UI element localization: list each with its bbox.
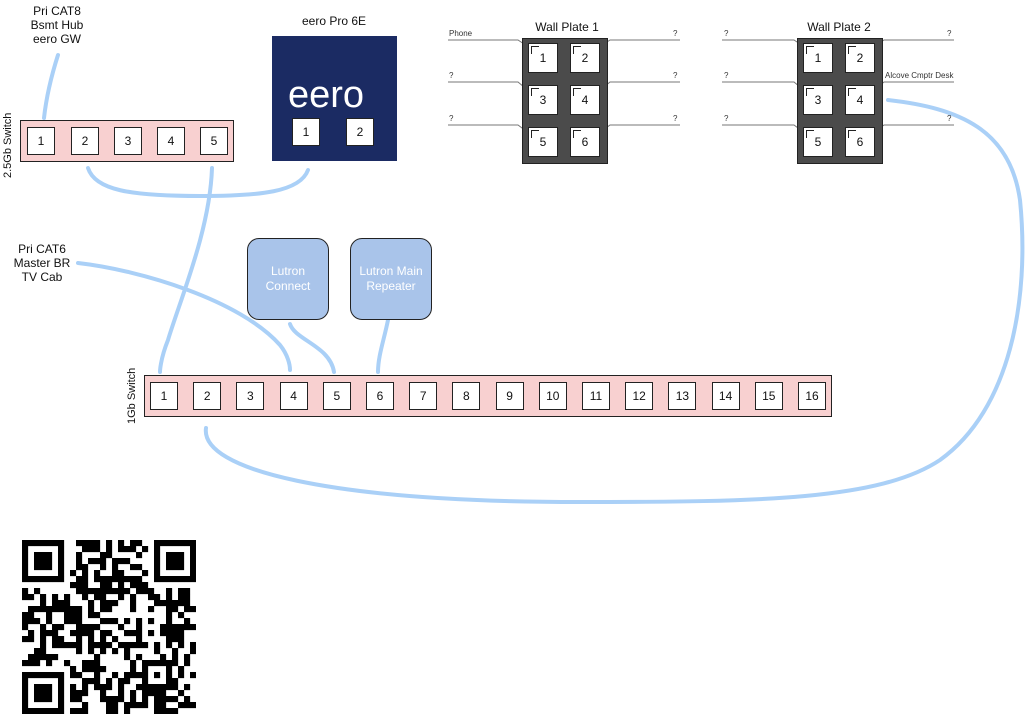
switch-1-port-15[interactable]: 15	[754, 382, 783, 410]
switch-2-5-label: 2.5Gb Switch	[2, 112, 14, 178]
lutron-connect: Lutron Connect	[247, 238, 329, 320]
cable-lutron-repeater-to-switch1-port6	[376, 318, 390, 374]
switch-1-port-9[interactable]: 9	[495, 382, 524, 410]
cat6-line-3: TV Cab	[21, 270, 63, 284]
cat8-label: Pri CAT8 Bsmt Hub eero GW	[22, 4, 92, 46]
cable-cat6-to-switch1-port4	[76, 261, 292, 372]
wall-plate-1-jack-2[interactable]: 2	[570, 43, 600, 73]
wp1-annotation-right-3: ?	[673, 114, 678, 123]
wp2-annotation-left-2: ?	[724, 71, 729, 80]
switch-1-port-13[interactable]: 13	[668, 382, 697, 410]
switch-1-port-10[interactable]: 10	[538, 382, 567, 410]
wall-plate-1-jack-6[interactable]: 6	[570, 127, 600, 157]
wp2-line-left-2	[722, 81, 807, 93]
switch-1-port-4[interactable]: 4	[279, 382, 308, 410]
wp2-line-left-3	[722, 124, 807, 135]
cable-cat8-to-switch25-port1	[42, 53, 60, 120]
switch-1-port-5[interactable]: 5	[322, 382, 351, 410]
lutron-main-repeater: Lutron Main Repeater	[350, 238, 432, 320]
cable-lutron-connect-to-switch1-port5	[288, 322, 336, 374]
qr-code	[22, 540, 196, 714]
wall-plate-1: 1 2 3 4 5 6	[522, 38, 608, 164]
wall-plate-1-jack-5[interactable]: 5	[528, 127, 558, 157]
cat6-line-1: Pri CAT6	[18, 242, 66, 256]
switch-1-port-14[interactable]: 14	[711, 382, 740, 410]
wp1-line-right-1	[597, 39, 680, 49]
cable-switch25-port2-to-eero-port1	[86, 166, 310, 199]
switch-1-port-3[interactable]: 3	[236, 382, 265, 410]
switch-2-5: 1 2 3 4 5	[20, 120, 234, 162]
lutron-repeater-line-1: Lutron Main	[359, 264, 423, 278]
wp2-line-right-3	[871, 124, 954, 135]
wp1-line-right-2	[597, 81, 680, 93]
wp1-annotation-left-3: ?	[449, 114, 454, 123]
switch-1-label: 1Gb Switch	[126, 367, 138, 424]
wp2-annotation-right-3: ?	[947, 114, 952, 123]
wp2-annotation-left-3: ?	[724, 114, 729, 123]
cat6-line-2: Master BR	[13, 256, 71, 270]
switch-2-5-port-2[interactable]: 2	[71, 127, 99, 155]
switch-1-port-7[interactable]: 7	[409, 382, 438, 410]
switch-2-5-port-4[interactable]: 4	[157, 127, 185, 155]
wp1-annotation-right-1: ?	[673, 29, 678, 38]
switch-1-port-16[interactable]: 16	[798, 382, 826, 410]
switch-2-5-port-1[interactable]: 1	[27, 127, 55, 155]
lutron-connect-line-2: Connect	[265, 279, 311, 293]
eero-logo: eero	[288, 74, 365, 116]
wall-plate-2-jack-3[interactable]: 3	[803, 85, 833, 115]
wp1-line-right-3	[597, 124, 680, 135]
lutron-repeater-line-2: Repeater	[366, 279, 416, 293]
switch-1-port-11[interactable]: 11	[582, 382, 610, 410]
wp2-annotation-left-1: ?	[724, 29, 729, 38]
cable-switch25-port5-to-switch1-port1	[158, 166, 214, 374]
wp1-annotation-left-2: ?	[449, 71, 454, 80]
cat6-label: Pri CAT6 Master BR TV Cab	[4, 242, 80, 284]
switch-1-port-12[interactable]: 12	[625, 382, 654, 410]
wp2-annotation-right-2: Alcove Cmptr Desk	[885, 71, 954, 80]
switch-2-5-port-3[interactable]: 3	[114, 127, 142, 155]
wall-plate-2-title: Wall Plate 2	[807, 20, 871, 34]
switch-2-5-port-5[interactable]: 5	[200, 127, 228, 155]
wall-plate-2-jack-6[interactable]: 6	[845, 127, 875, 157]
cat8-line-3: eero GW	[32, 32, 81, 46]
cat8-line-1: Pri CAT8	[33, 4, 81, 18]
eero-router: eero 1 2	[272, 36, 397, 161]
wp2-line-right-1	[871, 39, 954, 49]
wall-plate-2: 1 2 3 4 5 6	[797, 38, 883, 164]
wall-plate-1-jack-3[interactable]: 3	[528, 85, 558, 115]
wp1-annotation-left-1: Phone	[449, 29, 473, 38]
lutron-connect-line-1: Lutron	[270, 264, 305, 278]
wall-plate-2-jack-4[interactable]: 4	[845, 85, 875, 115]
wall-plate-2-jack-2[interactable]: 2	[845, 43, 875, 73]
eero-title: eero Pro 6E	[301, 14, 367, 28]
cable-switch1-port2-to-wallplate2-jack4	[203, 98, 1025, 505]
switch-1-port-8[interactable]: 8	[452, 382, 481, 410]
wp1-line-left-1	[448, 39, 531, 49]
wall-plate-2-jack-5[interactable]: 5	[803, 127, 833, 157]
wall-plate-1-title: Wall Plate 1	[535, 20, 599, 34]
wp1-line-left-3	[448, 124, 531, 135]
cat8-line-2: Bsmt Hub	[30, 18, 84, 32]
eero-port-1[interactable]: 1	[292, 118, 320, 146]
switch-1-port-1[interactable]: 1	[150, 382, 178, 410]
wall-plate-1-jack-1[interactable]: 1	[528, 43, 558, 73]
eero-port-2[interactable]: 2	[346, 118, 374, 146]
wp2-annotation-right-1: ?	[947, 29, 952, 38]
wp1-line-left-2	[448, 81, 531, 93]
switch-1-port-6[interactable]: 6	[366, 382, 394, 410]
wp2-line-right-2	[871, 81, 954, 93]
wall-plate-1-jack-4[interactable]: 4	[570, 85, 600, 115]
wp2-line-left-1	[722, 39, 807, 49]
wall-plate-2-jack-1[interactable]: 1	[803, 43, 833, 73]
wp1-annotation-right-2: ?	[673, 71, 678, 80]
switch-1-port-2[interactable]: 2	[193, 382, 222, 410]
